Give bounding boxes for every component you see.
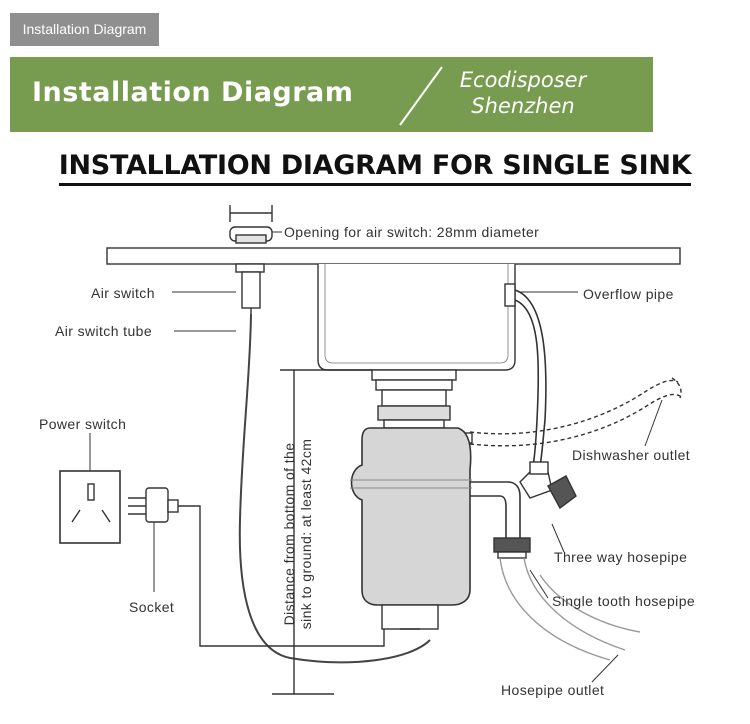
label-hosepipe-outlet: Hosepipe outlet [501,682,605,698]
header-banner: Installation Diagram Ecodisposer Shenzhe… [10,57,653,132]
power-cord [178,505,385,647]
label-socket: Socket [129,599,175,615]
label-distance: Distance from bottom of the sink to grou… [281,438,314,630]
label-three-way-hosepipe: Three way hosepipe [554,549,688,565]
brand-name: Ecodisposer Shenzhen [448,67,598,119]
label-opening: Opening for air switch: 28mm diameter [284,224,540,240]
label-air-switch: Air switch [91,285,155,301]
label-overflow-pipe: Overflow pipe [583,286,674,302]
brand-line-2: Shenzhen [471,94,575,118]
label-dishwasher-outlet: Dishwasher outlet [572,447,691,463]
banner-title: Installation Diagram [32,77,354,108]
plug [128,487,179,523]
diagram-title: INSTALLATION DIAGRAM FOR SINGLE SINK [0,150,750,186]
overflow-pipe [504,283,547,467]
leader-lines [89,231,663,683]
label-air-switch-tube: Air switch tube [55,323,153,339]
label-single-tooth-hosepipe: Single tooth hosepipe [552,593,696,609]
top-tag: Installation Diagram [10,13,159,46]
three-way-pipe [470,461,577,559]
outlet-hoses [499,557,641,661]
opening-dimension [229,205,273,222]
air-switch [235,263,265,314]
air-switch-button [229,226,273,244]
banner-divider-slash [399,66,443,126]
distance-dimension [272,369,372,695]
garbage-disposer [350,369,472,630]
dishwasher-hose [469,377,682,447]
sink-bowl [317,264,516,371]
power-outlet [59,470,121,544]
air-switch-tube [238,313,431,664]
brand-line-1: Ecodisposer [459,68,587,92]
countertop [106,247,681,265]
label-power-switch: Power switch [39,416,127,432]
